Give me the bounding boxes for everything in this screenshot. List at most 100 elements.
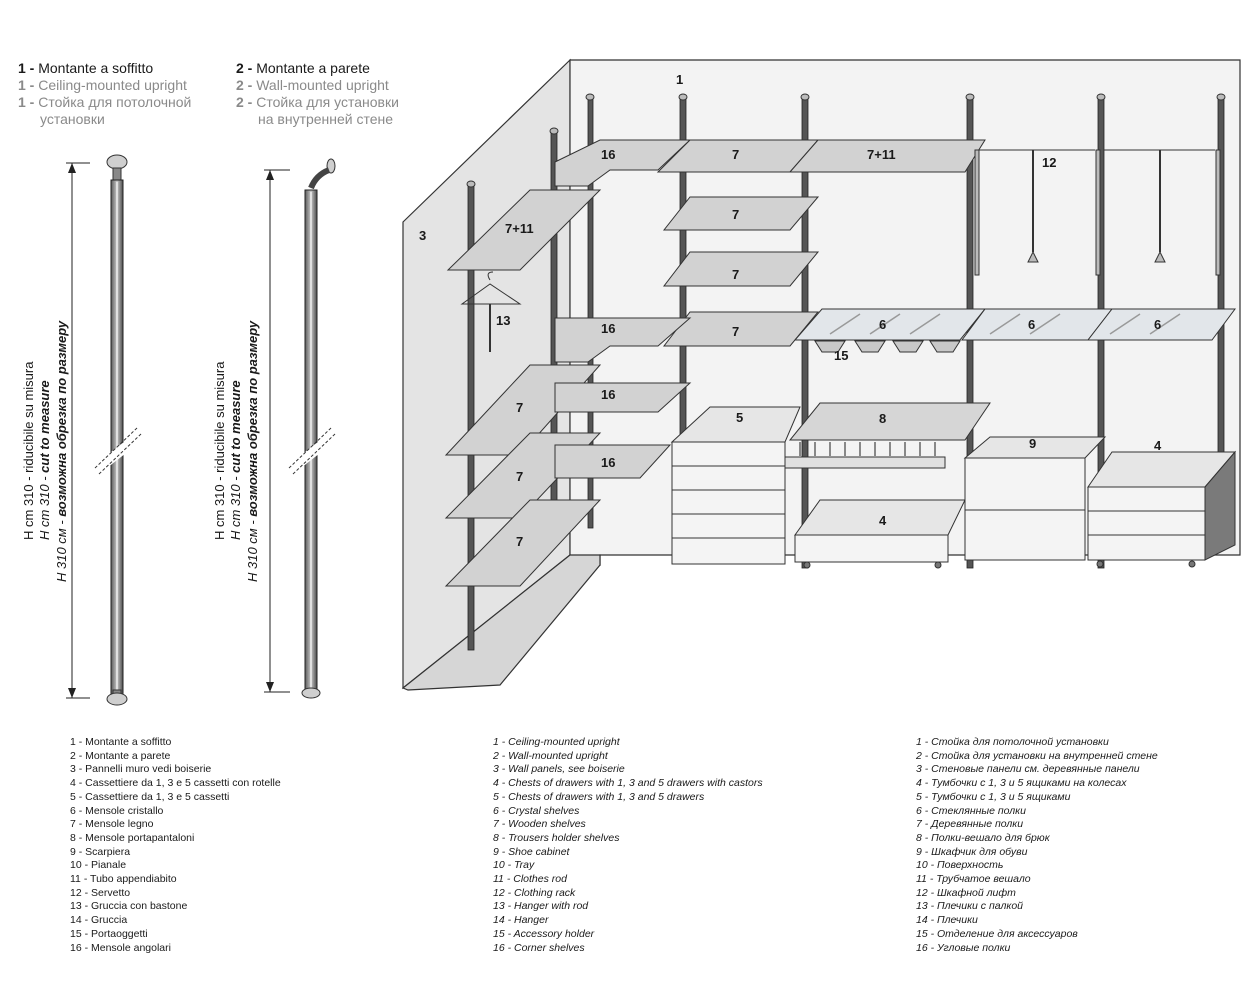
legend-item: 3 - Pannelli muro vedi boiserie (70, 763, 212, 776)
legend-item: 7 - Wooden shelves (493, 818, 586, 831)
legend-item: 16 - Угловые полки (916, 941, 1011, 954)
callout-16: 16 (601, 387, 615, 402)
shelves (444, 139, 986, 587)
legend-item: 15 - Portaoggetti (70, 927, 148, 940)
wooden-shelf (788, 139, 986, 173)
legend-item: 10 - Pianale (70, 859, 127, 872)
cap (585, 93, 595, 101)
height-label-en-prefix: H cm 310 - (228, 473, 243, 540)
glass-shelf (961, 308, 1114, 341)
legend-item: 12 - Servetto (70, 886, 131, 899)
legend-item: 1 - Montante a soffitto (70, 736, 172, 748)
callout-9: 9 (1029, 436, 1036, 451)
legend-item: 15 - Accessory holder (493, 927, 595, 940)
callouts: 1 3 16 7 7+11 12 7+11 7 7 13 16 7 6 6 6 … (419, 72, 1162, 549)
castor (803, 561, 811, 569)
callout-6: 6 (879, 317, 886, 332)
accessory-holders (814, 340, 961, 353)
legend-italian: 1 - Montante a soffitto 2 - Montante a p… (70, 736, 281, 955)
callout-7: 7 (516, 534, 523, 549)
legend-item: 14 - Gruccia (70, 914, 128, 927)
height-label-ru-bold: возможна обрезка по размеру (54, 320, 69, 517)
floor-plinth (401, 554, 601, 691)
cut-break (291, 435, 333, 471)
legend-item: 9 - Shoe cabinet (493, 845, 570, 858)
header-en: Wall-mounted upright (256, 77, 389, 93)
height-label-en-prefix: H cm 310 - (37, 473, 52, 540)
wooden-shelf (662, 196, 820, 231)
floor-cap (106, 692, 128, 706)
ceiling-upright-header: 1 - Montante a soffitto 1 - Ceiling-moun… (18, 60, 228, 128)
shoe-cabinet (964, 457, 1086, 561)
corner-shelf (554, 382, 692, 413)
dimension-arrow (68, 688, 76, 698)
legend-item: 6 - Crystal shelves (493, 804, 580, 817)
header-ru: Стойка для потолочной (38, 94, 192, 110)
legend-item: 4 - Cassettiere da 1, 3 e 5 cassetti con… (70, 777, 281, 790)
callout-7: 7 (516, 400, 523, 415)
height-label-ru: H 310 см - возможна обрезка по размеру (54, 320, 69, 582)
callout-5: 5 (736, 410, 743, 425)
legend-item: 10 - Поверхность (916, 859, 1004, 872)
cap (1216, 93, 1226, 101)
castor (1096, 560, 1104, 568)
legend-item: 9 - Шкафчик для обуви (916, 845, 1028, 858)
legend-item: 12 - Шкафной лифт (916, 886, 1016, 899)
corner-shelf (554, 444, 672, 479)
trouser-holder (774, 402, 991, 469)
legend-item: 1 - Ceiling-mounted upright (493, 736, 620, 748)
header-number: 2 - (236, 77, 253, 93)
drawer-lines (1088, 510, 1205, 536)
legend-item: 1 - Стойка для потолочной установки (916, 736, 1109, 748)
rack-side (1215, 149, 1221, 276)
callout-12: 12 (1042, 155, 1056, 170)
chest-side (1204, 450, 1236, 561)
legend-item: 4 - Тумбочки с 1, 3 и 5 ящиками на колес… (916, 777, 1127, 790)
callout-13: 13 (496, 313, 510, 328)
wooden-shelf (662, 311, 820, 347)
header-ru-cont: на внутренней стене (258, 111, 394, 127)
cap (1096, 93, 1106, 101)
dimension-arrow (266, 170, 274, 180)
height-label-ru-prefix: H 310 см - (54, 517, 69, 582)
chests-of-drawers (670, 406, 1237, 569)
cap (466, 180, 476, 188)
header-number: 1 - (18, 60, 35, 76)
header-number: 2 - (236, 94, 253, 110)
legend-item: 10 - Tray (493, 859, 535, 872)
legend-item: 6 - Стеклянные полки (916, 804, 1026, 817)
callout-16: 16 (601, 321, 615, 336)
legend-item: 13 - Плечики с палкой (916, 900, 1024, 913)
callout-7: 7 (732, 147, 739, 162)
callout-7: 7 (732, 324, 739, 339)
cap (678, 93, 688, 101)
rack-handle (1027, 250, 1039, 263)
legend-item: 8 - Полки-вешало для брюк (916, 831, 1050, 844)
legend-item: 15 - Отделение для аксессуаров (916, 927, 1078, 940)
legend-item: 7 - Mensole legno (70, 818, 154, 831)
callout-7-11: 7+11 (505, 221, 534, 236)
callout-7: 7 (732, 207, 739, 222)
callout-16: 16 (601, 147, 615, 162)
legend-russian: 1 - Стойка для потолочной установки 2 - … (916, 736, 1158, 955)
legend-item: 6 - Mensole cristallo (70, 804, 164, 817)
wooden-shelf (446, 189, 602, 271)
legend-item: 11 - Tubo appendiabito (70, 873, 177, 886)
legend-item: 16 - Mensole angolari (70, 941, 171, 954)
upright-caps (466, 93, 1226, 188)
hanger-with-rod (460, 271, 522, 352)
cut-break (97, 435, 139, 471)
header-ru: Стойка для установки (256, 94, 399, 110)
rack-side (974, 149, 980, 276)
callout-7-11: 7+11 (867, 147, 896, 162)
legend-item: 13 - Hanger with rod (493, 900, 589, 913)
height-label-ru: H 310 см - возможна обрезка по размеру (245, 320, 260, 582)
legend-item: 8 - Trousers holder shelves (493, 831, 620, 844)
legend-item: 11 - Clothes rod (493, 873, 567, 886)
wooden-shelf (662, 251, 820, 287)
legend-item: 12 - Clothing rack (493, 886, 576, 899)
legend-item: 3 - Wall panels, see boiserie (493, 763, 625, 776)
corner-shelf (554, 139, 692, 187)
dimension-arrow (68, 163, 76, 173)
